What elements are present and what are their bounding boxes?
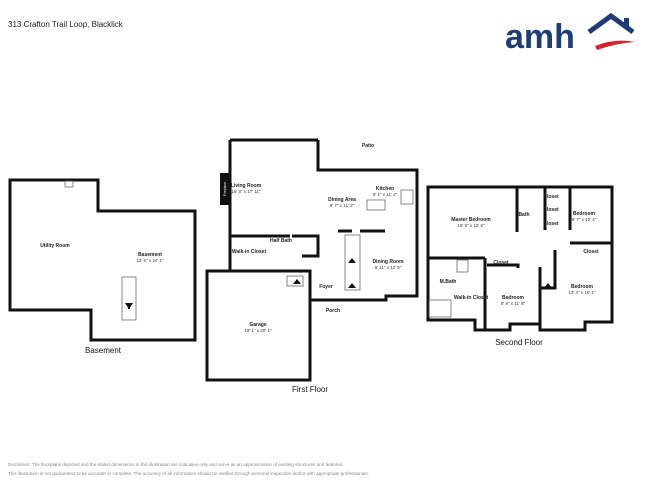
room-label: Closet: [493, 260, 509, 266]
room-label: Fireplace: [223, 182, 227, 196]
disclaimer-line-2: This illustration is not guaranteed to b…: [8, 471, 369, 476]
room-label: 16' 9" x 12' 6": [457, 223, 485, 228]
room-label: 9' 1" x 11' 2": [373, 192, 398, 197]
room-label: First Floor: [292, 385, 328, 394]
room-label: Bedroom: [502, 295, 525, 301]
room-label: Dining Area: [328, 197, 356, 203]
room-label: Second Floor: [495, 338, 543, 347]
room-label: 13' 4" x 16' 1": [568, 290, 596, 295]
room-label: Dining Room: [372, 259, 404, 265]
room-label: Garage: [249, 322, 266, 328]
room-label: Bedroom: [571, 284, 594, 290]
room-label: Walk-in Closet: [454, 295, 489, 301]
room-label: Porch: [326, 308, 340, 314]
disclaimer-line-1: Disclaimer: The floorplans depicted and …: [8, 462, 344, 467]
room-label: Patio: [362, 143, 374, 149]
room-label: 13' 6" x 24' 1": [136, 258, 164, 263]
room-label: Master Bedroom: [451, 217, 491, 223]
room-label: Bath: [518, 212, 529, 218]
room-label: 8' 7" x 11' 2": [330, 203, 355, 208]
room-label: Closet: [583, 249, 599, 255]
basement-plan: Utility Room Basement 13' 6" x 24' 1" Ba…: [8, 178, 197, 355]
room-label: Closet: [543, 207, 559, 213]
second-floor-plan: Master Bedroom 16' 9" x 12' 6" Bath Bedr…: [426, 185, 614, 347]
room-label: 9' 9" x 11' 8": [501, 301, 526, 306]
amh-logo: amh: [505, 10, 640, 56]
room-label: Foyer: [319, 284, 333, 290]
room-label: Living Room: [231, 183, 262, 189]
room-label: Walk-in Closet: [232, 249, 267, 255]
room-label: 19' 1" x 20' 1": [244, 328, 272, 333]
property-address: 313 Crafton Trail Loop, Blacklick: [8, 20, 123, 29]
first-floor-plan: Fireplace Living Room 16' 3" x 17' 11" D…: [205, 138, 419, 394]
room-label: Utility Room: [40, 243, 70, 249]
svg-text:amh: amh: [505, 18, 575, 55]
room-label: Half Bath: [270, 238, 292, 244]
room-label: Kitchen: [376, 186, 394, 192]
room-label: 16' 3" x 17' 11": [231, 189, 261, 194]
room-label: Basement: [85, 346, 122, 355]
room-label: Basement: [138, 252, 162, 258]
room-label: Closet: [543, 221, 559, 227]
room-label: 9' 7" x 10' 4": [572, 217, 597, 222]
room-label: 9' 11" x 12' 5": [375, 265, 402, 270]
room-label: M.Bath: [440, 279, 457, 285]
room-label: Bedroom: [573, 211, 596, 217]
room-label: Closet: [543, 194, 559, 200]
